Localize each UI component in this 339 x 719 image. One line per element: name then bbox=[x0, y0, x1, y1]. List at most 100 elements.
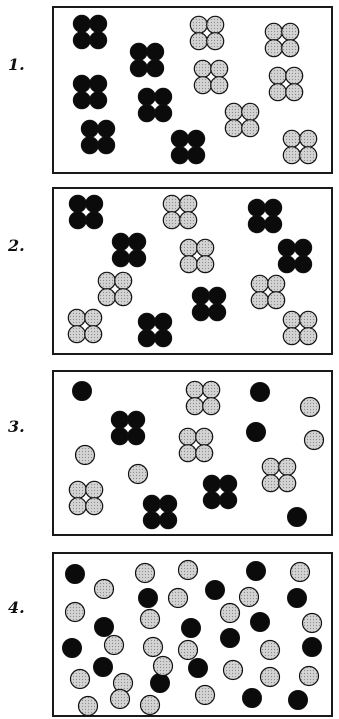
light-particle bbox=[259, 666, 281, 688]
light-molecule bbox=[193, 59, 229, 95]
light-atom bbox=[264, 39, 283, 58]
dark-atom bbox=[128, 232, 147, 251]
light-atom bbox=[261, 474, 280, 493]
light-atom bbox=[202, 380, 221, 399]
dark-atom bbox=[208, 303, 227, 322]
dark-particle bbox=[188, 658, 208, 678]
dark-atom bbox=[191, 303, 210, 322]
light-atom bbox=[196, 238, 215, 257]
dark-atom bbox=[72, 14, 91, 33]
light-atom bbox=[196, 255, 215, 274]
light-atom bbox=[241, 102, 260, 121]
dark-particle bbox=[220, 628, 240, 648]
light-atom bbox=[193, 59, 212, 78]
dark-atom bbox=[146, 59, 165, 78]
light-atom bbox=[68, 497, 87, 516]
dark-atom bbox=[89, 91, 108, 110]
light-particle bbox=[93, 578, 115, 600]
light-atom bbox=[278, 474, 297, 493]
dark-molecule bbox=[72, 74, 108, 110]
light-molecule bbox=[282, 310, 318, 346]
light-particle bbox=[127, 463, 149, 485]
light-atom bbox=[281, 22, 300, 41]
light-atom bbox=[189, 15, 208, 34]
light-particle bbox=[139, 694, 161, 716]
light-molecule bbox=[67, 308, 103, 344]
light-atom bbox=[282, 327, 301, 346]
dark-particle bbox=[150, 673, 170, 693]
light-atom bbox=[179, 238, 198, 257]
light-particle bbox=[74, 444, 96, 466]
light-atom bbox=[84, 325, 103, 344]
panel-3-label: 3. bbox=[8, 417, 25, 436]
light-atom bbox=[299, 310, 318, 329]
light-molecule bbox=[250, 274, 286, 310]
light-atom bbox=[210, 59, 229, 78]
dark-atom bbox=[202, 491, 221, 510]
dark-particle bbox=[246, 422, 266, 442]
dark-atom bbox=[85, 211, 104, 230]
light-particle bbox=[219, 602, 241, 624]
light-atom bbox=[97, 271, 116, 290]
dark-atom bbox=[159, 511, 178, 530]
dark-atom bbox=[187, 146, 206, 165]
light-atom bbox=[282, 310, 301, 329]
light-atom bbox=[179, 211, 198, 230]
dark-atom bbox=[154, 312, 173, 331]
light-atom bbox=[250, 291, 269, 310]
dark-particle bbox=[246, 561, 266, 581]
dark-molecule bbox=[80, 119, 116, 155]
dark-particle bbox=[65, 564, 85, 584]
light-atom bbox=[206, 32, 225, 51]
light-particle bbox=[134, 562, 156, 584]
dark-molecule bbox=[72, 14, 108, 50]
light-particle bbox=[167, 587, 189, 609]
light-atom bbox=[278, 457, 297, 476]
dark-molecule bbox=[129, 42, 165, 78]
dark-atom bbox=[202, 474, 221, 493]
dark-atom bbox=[219, 474, 238, 493]
light-atom bbox=[261, 457, 280, 476]
light-particle bbox=[299, 396, 321, 418]
light-atom bbox=[178, 427, 197, 446]
light-atom bbox=[268, 83, 287, 102]
light-particle bbox=[152, 655, 174, 677]
light-particle bbox=[64, 601, 86, 623]
dark-atom bbox=[97, 119, 116, 138]
dark-atom bbox=[146, 42, 165, 61]
dark-atom bbox=[170, 129, 189, 148]
light-atom bbox=[202, 397, 221, 416]
dark-particle bbox=[250, 612, 270, 632]
dark-atom bbox=[72, 91, 91, 110]
dark-atom bbox=[264, 198, 283, 217]
light-atom bbox=[85, 497, 104, 516]
panel-1 bbox=[52, 6, 333, 174]
dark-atom bbox=[97, 136, 116, 155]
panel-2-label: 2. bbox=[8, 236, 25, 255]
light-atom bbox=[299, 327, 318, 346]
light-particle bbox=[139, 608, 161, 630]
light-molecule bbox=[178, 427, 214, 463]
light-molecule bbox=[162, 194, 198, 230]
light-particle bbox=[103, 634, 125, 656]
light-particle bbox=[303, 429, 325, 451]
dark-atom bbox=[159, 494, 178, 513]
light-particle bbox=[177, 559, 199, 581]
dark-atom bbox=[111, 232, 130, 251]
light-molecule bbox=[97, 271, 133, 307]
dark-particle bbox=[93, 657, 113, 677]
dark-molecule bbox=[137, 312, 173, 348]
dark-particle bbox=[94, 617, 114, 637]
dark-atom bbox=[294, 255, 313, 274]
dark-molecule bbox=[277, 238, 313, 274]
dark-atom bbox=[127, 410, 146, 429]
light-atom bbox=[282, 146, 301, 165]
dark-atom bbox=[85, 194, 104, 213]
dark-atom bbox=[137, 87, 156, 106]
light-atom bbox=[162, 194, 181, 213]
dark-atom bbox=[80, 136, 99, 155]
dark-particle bbox=[287, 507, 307, 527]
dark-particle bbox=[287, 588, 307, 608]
light-atom bbox=[264, 22, 283, 41]
dark-atom bbox=[111, 249, 130, 268]
